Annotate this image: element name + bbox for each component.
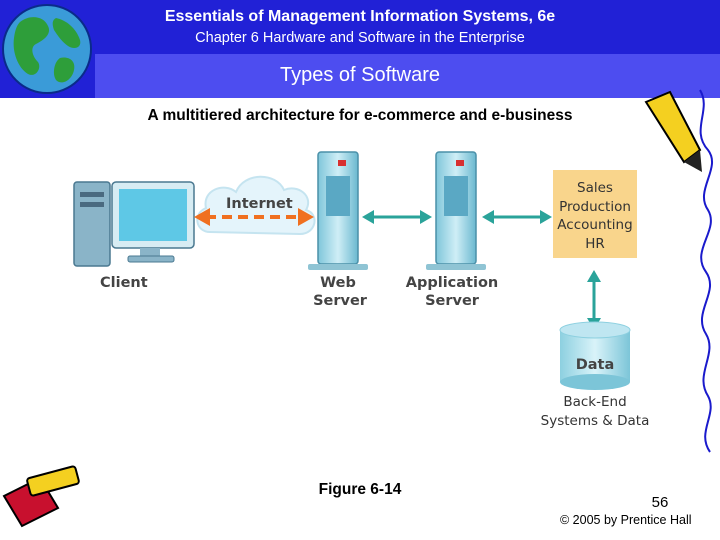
business-functions-box (553, 170, 637, 258)
squiggle-line-decoration (699, 89, 714, 453)
app-server-label-2: Server (425, 293, 480, 309)
web-server-label-1: Web (320, 275, 356, 291)
header-band (95, 0, 720, 54)
business-data-arrow (587, 270, 601, 330)
copyright: © 2005 by Prentice Hall (560, 513, 692, 527)
diagram-subtitle: A multitiered architecture for e-commerc… (147, 107, 573, 124)
business-accounting: Accounting (557, 217, 632, 233)
client-label: Client (100, 275, 148, 291)
data-label: Data (576, 357, 615, 373)
app-server-label-1: Application (406, 275, 499, 291)
page-number: 56 (651, 494, 669, 511)
database-cylinder-icon (559, 321, 631, 390)
app-business-arrow (482, 210, 552, 224)
web-server-label-2: Server (313, 293, 368, 309)
client-computer-icon (73, 181, 195, 267)
slide-title: Types of Software (279, 64, 441, 86)
business-hr: HR (585, 236, 605, 252)
internet-label: Internet (226, 196, 293, 212)
client-web-arrow (194, 208, 314, 226)
book-title: Essentials of Management Information Sys… (164, 8, 556, 25)
business-sales: Sales (577, 180, 613, 196)
business-production: Production (559, 199, 631, 215)
application-server-icon (426, 151, 486, 270)
pencil-writing-icon (2, 465, 80, 528)
chapter-title: Chapter 6 Hardware and Software in the E… (195, 30, 525, 46)
internet-cloud-icon (196, 175, 316, 236)
backend-label-2: Systems & Data (541, 413, 650, 429)
globe-logo (0, 0, 95, 98)
slide-title-band (95, 54, 720, 98)
pencil-icon (644, 90, 702, 172)
backend-label-1: Back-End (563, 394, 626, 410)
web-server-icon (308, 151, 368, 270)
web-app-arrow (362, 210, 432, 224)
figure-caption: Figure 6-14 (318, 481, 402, 498)
